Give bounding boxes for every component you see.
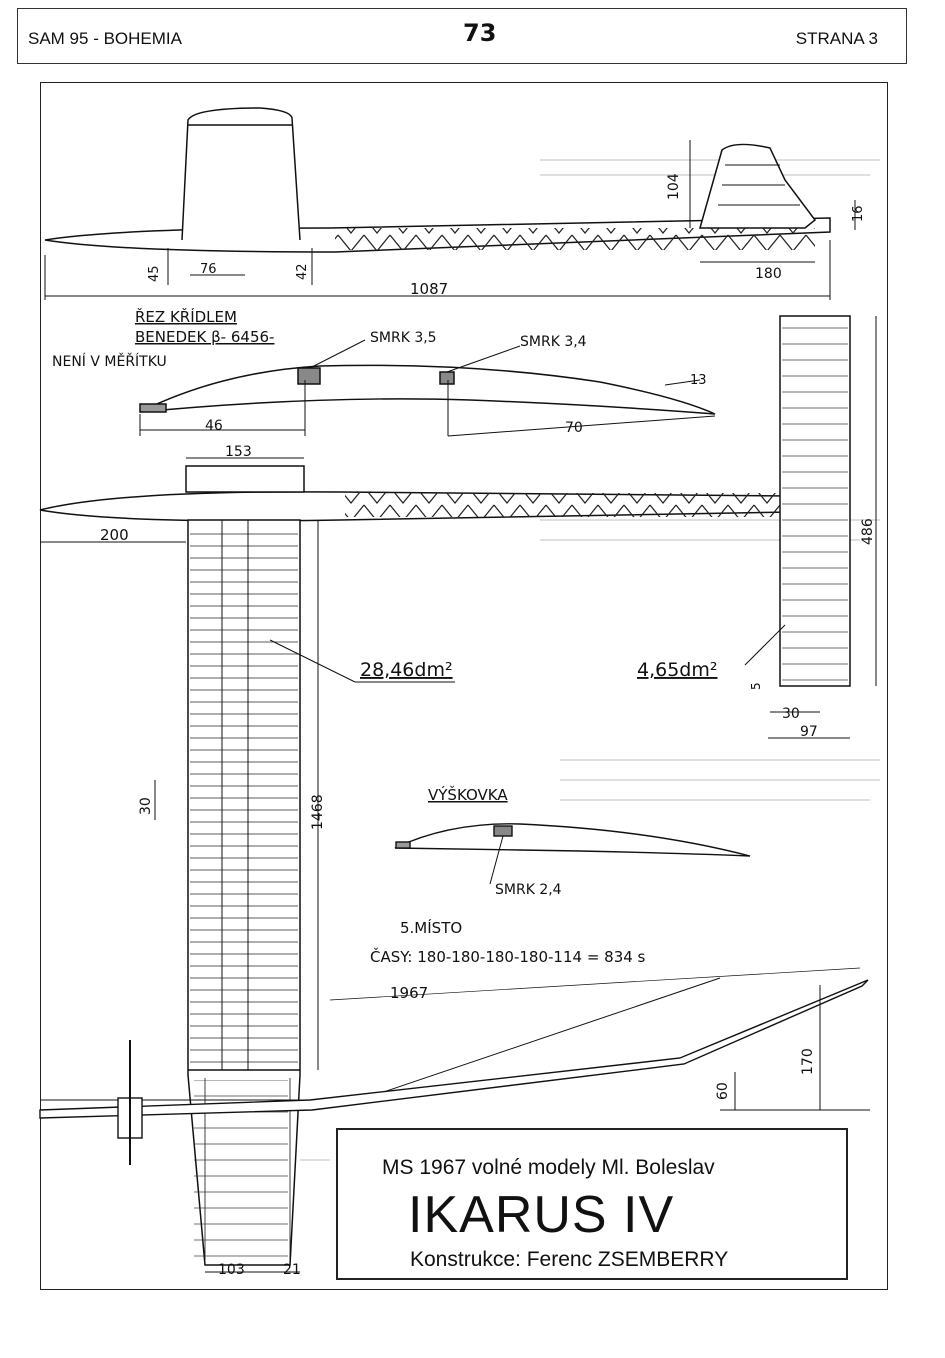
dim-nose-to-wing: 200 (100, 526, 129, 544)
dim-fuselage-length: 1087 (410, 280, 448, 298)
event-line: MS 1967 volné modely Ml. Boleslav (382, 1156, 715, 1179)
stab-section-title: VÝŠKOVKA (428, 785, 508, 804)
dim-dihedral-b: 60 (715, 1082, 731, 1100)
page-number: 73 (463, 19, 497, 47)
side-view (44, 107, 856, 300)
spar-label-2: SMRK 3,4 (520, 334, 587, 350)
dim-fin-base: 180 (755, 266, 782, 282)
stab-airfoil (394, 823, 751, 885)
flight-times: ČASY: 180-180-180-180-114 = 834 s (370, 947, 646, 966)
dim-wing-half-span: 1468 (310, 794, 326, 830)
wing-area: 28,46dm² (360, 659, 453, 681)
dim-stab-a: 30 (782, 706, 800, 722)
wing-section-title: ŘEZ KŘÍDLEM (135, 307, 237, 326)
spar-label-1: SMRK 3,5 (370, 330, 437, 346)
dim-stab-span: 486 (860, 518, 876, 545)
background-text (300, 159, 880, 1161)
wing-airfoil (139, 339, 716, 437)
dim-stab-b: 97 (800, 724, 818, 740)
dim-rib-c: 13 (690, 373, 707, 388)
contest-place: 5.MÍSTO (400, 918, 462, 937)
dim-stab-small: 5 (749, 682, 763, 690)
not-to-scale-note: NENÍ V MĚŘÍTKU (52, 353, 167, 370)
dim-rib-b: 70 (565, 420, 583, 436)
front-view (39, 967, 870, 1165)
designer-line: Konstrukce: Ferenc ZSEMBERRY (410, 1248, 729, 1271)
title-block: MS 1967 volné modely Ml. Boleslav IKARUS… (336, 1128, 848, 1280)
dim-wing-mark: 30 (138, 797, 154, 815)
airfoil-name: BENEDEK β- 6456- (135, 328, 274, 346)
header-title: SAM 95 - BOHEMIA (28, 29, 182, 48)
dim-rib-a: 46 (205, 418, 223, 434)
top-view (39, 315, 877, 1273)
dim-wing-span: 1967 (390, 984, 428, 1002)
page-header: SAM 95 - BOHEMIA 73 STRANA 3 (17, 8, 907, 64)
dim-tail-offset: 16 (851, 205, 866, 222)
model-name: IKARUS IV (408, 1186, 675, 1244)
dim-pylon-a: 45 (147, 265, 162, 282)
page-label: STRANA 3 (795, 29, 878, 48)
spar-label-3: SMRK 2,4 (495, 882, 562, 898)
dim-pylon-b: 76 (200, 262, 217, 277)
dim-fin-height: 104 (666, 173, 682, 200)
dim-dihedral-a: 170 (800, 1048, 816, 1075)
dim-tip-a: 103 (218, 1262, 245, 1278)
dim-wing-root-chord: 153 (225, 444, 252, 460)
stab-area: 4,65dm² (637, 659, 718, 681)
dim-tip-b: 21 (283, 1262, 301, 1278)
dim-pylon-c: 42 (295, 263, 310, 280)
